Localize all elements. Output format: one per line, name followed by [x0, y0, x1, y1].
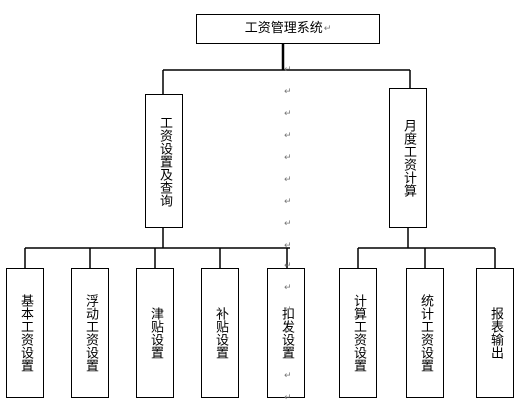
leaf-label: 浮动工资设置	[83, 294, 98, 372]
paragraph-mark-icon: ↵	[284, 109, 292, 119]
paragraph-mark-icon: ↵	[284, 283, 292, 293]
leaf-label: 计算工资设置	[351, 294, 366, 372]
leaf-node-basic-salary: 基本工资设置	[6, 268, 44, 398]
paragraph-mark-icon: ↵	[284, 153, 292, 163]
leaf-label: 补贴设置	[213, 307, 228, 359]
paragraph-mark-icon: ↵	[284, 305, 292, 315]
paragraph-mark-icon: ↵	[284, 175, 292, 185]
paragraph-mark-icon: ↵	[284, 371, 292, 381]
leaf-node-stats-salary: 统计工资设置	[406, 268, 444, 398]
leaf-node-calc-salary: 计算工资设置	[339, 268, 377, 398]
leaf-node-allowance: 津贴设置	[136, 268, 174, 398]
paragraph-mark-icon: ↵	[284, 65, 292, 75]
leaf-label: 津贴设置	[148, 307, 163, 359]
paragraph-mark-icon: ↵	[323, 23, 332, 34]
leaf-node-floating-salary: 浮动工资设置	[71, 268, 109, 398]
leaf-label: 报表输出	[488, 307, 503, 359]
group-label: 工资设置及查询	[157, 115, 172, 207]
paragraph-mark-icon: ↵	[284, 219, 292, 229]
paragraph-mark-icon: ↵	[284, 261, 292, 271]
paragraph-mark-icon: ↵	[284, 393, 292, 403]
paragraph-mark-icon: ↵	[284, 131, 292, 141]
group-node-settings-query: 工资设置及查询	[145, 94, 183, 228]
root-label: 工资管理系统	[244, 21, 323, 36]
group-label: 月度工资计算	[401, 119, 416, 197]
group-node-monthly-calc: 月度工资计算	[389, 88, 427, 228]
paragraph-mark-icon: ↵	[284, 349, 292, 359]
leaf-node-report-output: 报表输出	[476, 268, 514, 398]
leaf-node-deduction: 扣发设置	[267, 268, 305, 398]
leaf-node-subsidy: 补贴设置	[201, 268, 239, 398]
paragraph-mark-icon: ↵	[284, 241, 292, 251]
paragraph-mark-icon: ↵	[284, 87, 292, 97]
leaf-label: 统计工资设置	[418, 294, 433, 372]
leaf-label: 基本工资设置	[18, 294, 33, 372]
paragraph-mark-icon: ↵	[284, 197, 292, 207]
paragraph-mark-icon: ↵	[284, 327, 292, 337]
root-node: 工资管理系统 ↵	[196, 14, 380, 44]
leaf-label: 扣发设置	[279, 307, 294, 359]
